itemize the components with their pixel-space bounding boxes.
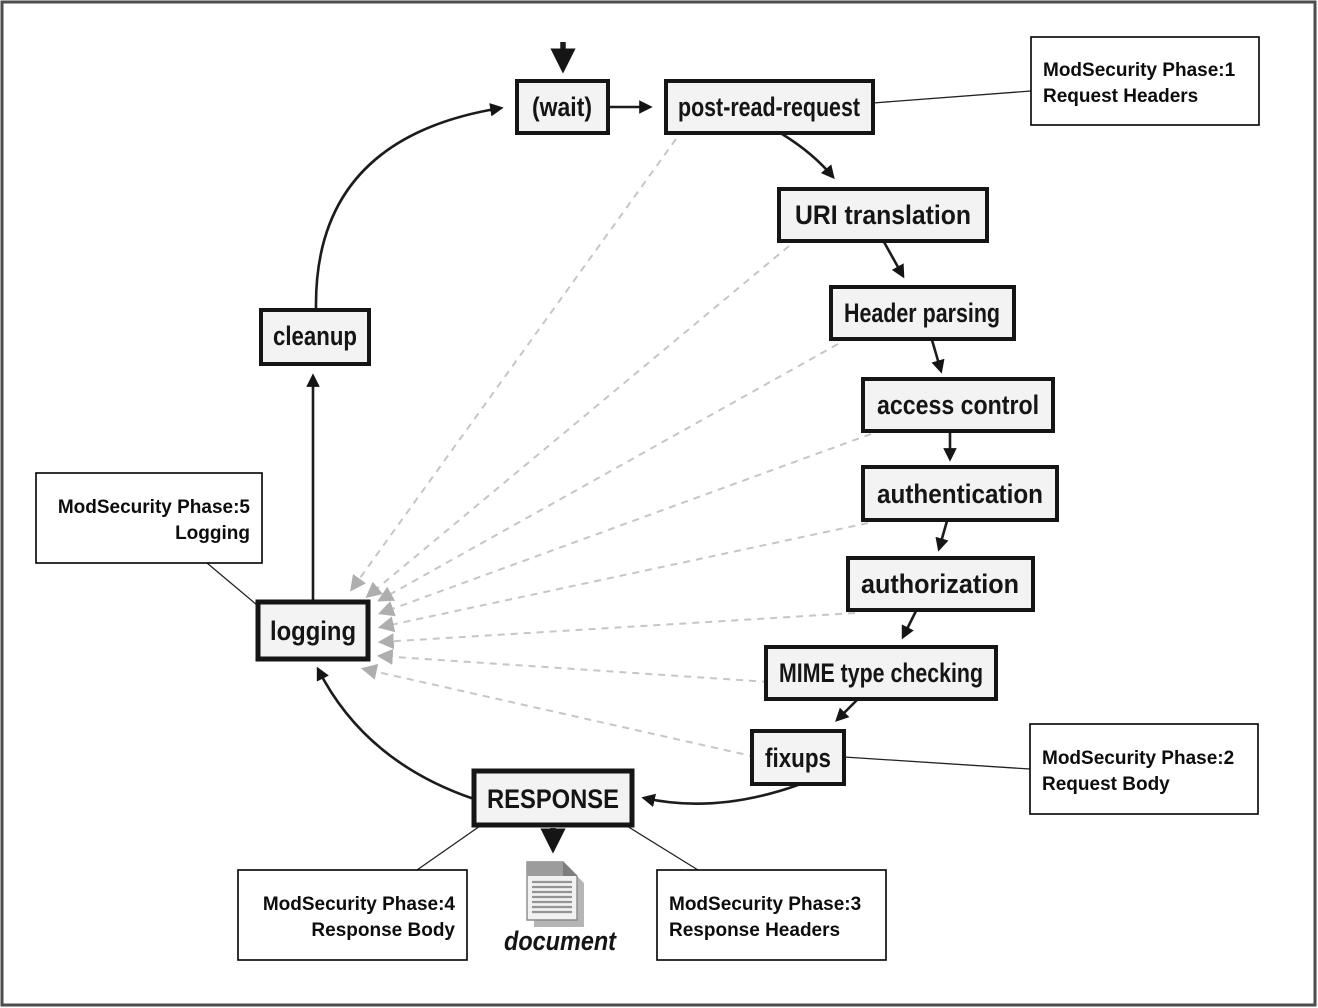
- connector-response-to-phase4: [416, 825, 481, 871]
- callout-phase3-line1: ModSecurity Phase:3: [669, 894, 861, 915]
- stage-authorization: authorization: [846, 556, 1035, 612]
- stage-mime-type-checking-box: [764, 645, 998, 701]
- callout-phase2: ModSecurity Phase:2 Request Body: [1029, 723, 1259, 815]
- stage-uri-translation-box: [777, 187, 989, 243]
- stage-response: RESPONSE: [471, 768, 635, 828]
- stage-fixups-box: [750, 729, 846, 786]
- callout-phase2-line2: Request Body: [1042, 774, 1170, 795]
- stage-header-parsing-box: [829, 285, 1016, 341]
- stage-fixups: fixups: [750, 729, 846, 786]
- flow-arrows: [306, 42, 957, 854]
- document-label: document: [504, 926, 617, 956]
- callout-phase3: ModSecurity Phase:3 Response Headers: [656, 869, 887, 961]
- stage-fixups-label: fixups: [765, 743, 831, 773]
- callout-phase4-line1: ModSecurity Phase:4: [263, 894, 456, 915]
- flow-uri-translation-to-header-parsing: [882, 241, 905, 279]
- stage-post-read-request-label: post-read-request: [678, 92, 860, 122]
- stage-wait: (wait): [515, 79, 610, 135]
- dashed-link-header-parsing-to-logging: [377, 343, 839, 602]
- stage-header-parsing: Header parsing: [829, 285, 1016, 341]
- dashed-link-fixups-to-logging: [360, 663, 757, 758]
- callout-phase1-line1: ModSecurity Phase:1: [1043, 60, 1236, 81]
- stage-response-label: RESPONSE: [487, 784, 619, 814]
- dashed-link-post-read-request-to-logging: [350, 138, 677, 592]
- flow-header-parsing-to-access-control: [930, 339, 945, 374]
- stage-access-control: access control: [861, 377, 1055, 433]
- stage-cleanup-box: [259, 308, 371, 366]
- stage-authentication-label: authentication: [877, 479, 1043, 509]
- flow-post-read-request-to-uri-translation: [781, 132, 835, 180]
- dashed-link-authentication-to-logging: [377, 522, 869, 633]
- callout-phase1-line2: Request Headers: [1043, 86, 1198, 107]
- stage-authorization-box: [846, 556, 1035, 612]
- callout-phase4: ModSecurity Phase:4 Response Body: [237, 869, 468, 961]
- flow-fixups-to-response: [641, 783, 799, 807]
- flow-authentication-to-authorization: [935, 520, 949, 552]
- connector-response-to-phase3: [626, 825, 699, 871]
- connector-phase5-to-logging: [206, 562, 258, 606]
- stage-authorization-label: authorization: [861, 569, 1019, 599]
- stage-mime-type-checking: MIME type checking: [764, 645, 998, 701]
- document-icon-header-band: [527, 862, 563, 876]
- stage-access-control-box: [861, 377, 1055, 433]
- callout-phase4-box: [237, 869, 468, 961]
- stage-access-control-label: access control: [877, 390, 1039, 420]
- document-icon: document: [504, 861, 617, 956]
- stage-authentication-box: [861, 465, 1059, 522]
- stage-post-read-request-box: [664, 79, 875, 135]
- stage-uri-translation: URI translation: [777, 187, 989, 243]
- flow-cleanup-to-wait: [314, 103, 504, 309]
- dashed-link-authorization-to-logging: [377, 612, 856, 650]
- callout-phase3-line2: Response Headers: [669, 920, 840, 941]
- dashed-link-uri-translation-to-logging: [365, 245, 790, 599]
- document-icon-text-lines: [532, 880, 572, 914]
- stage-authentication: authentication: [861, 465, 1059, 522]
- callout-phase2-line1: ModSecurity Phase:2: [1042, 748, 1234, 769]
- callout-phase5-box: [35, 472, 263, 564]
- callout-phase1-box: [1030, 36, 1260, 126]
- connector-post-read-request-to-phase1: [872, 90, 1032, 104]
- callout-phase4-line2: Response Body: [311, 920, 455, 941]
- callout-phase3-box: [656, 869, 887, 961]
- flow-response-to-logging: [316, 666, 475, 801]
- document-icon-fold-corner: [563, 862, 577, 876]
- stage-response-box: [471, 768, 635, 828]
- connector-fixups-to-phase2: [843, 756, 1031, 770]
- flow-authorization-to-mime-type-checking: [901, 610, 918, 640]
- callout-phase1: ModSecurity Phase:1 Request Headers: [1030, 36, 1260, 126]
- stage-header-parsing-label: Header parsing: [844, 298, 1000, 328]
- dashed-link-access-control-to-logging: [377, 433, 872, 617]
- stage-post-read-request: post-read-request: [664, 79, 875, 135]
- stage-logging: logging: [255, 599, 371, 662]
- callout-phase5-line2: Logging: [175, 523, 250, 544]
- stage-wait-label: (wait): [532, 92, 592, 122]
- dashed-logging-links: [350, 138, 872, 758]
- stage-mime-type-checking-label: MIME type checking: [779, 658, 983, 688]
- stage-uri-translation-label: URI translation: [795, 200, 971, 230]
- stage-cleanup: cleanup: [259, 308, 371, 366]
- flow-mime-type-checking-to-fixups: [835, 699, 858, 722]
- callout-phase5-line1: ModSecurity Phase:5: [58, 497, 251, 518]
- callout-phase5: ModSecurity Phase:5 Logging: [35, 472, 263, 564]
- stage-logging-box: [255, 599, 371, 662]
- callout-phase2-box: [1029, 723, 1259, 815]
- stage-logging-label: logging: [270, 616, 356, 646]
- stage-wait-box: [515, 79, 610, 135]
- callout-connectors: [206, 90, 1032, 871]
- stage-cleanup-label: cleanup: [273, 321, 357, 351]
